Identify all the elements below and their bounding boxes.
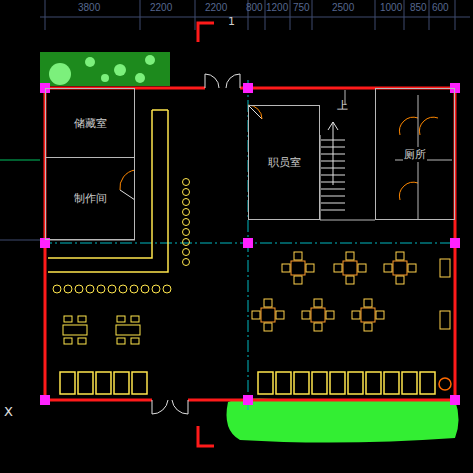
room-box: 储藏室: [45, 88, 135, 158]
dimension: 1200: [266, 3, 288, 13]
dimension: 1000: [380, 3, 402, 13]
room-box: 厕所: [375, 88, 455, 220]
dimension: 750: [293, 3, 310, 13]
dimension: 2500: [332, 3, 354, 13]
dimension: 850: [410, 3, 427, 13]
dimension: 2200: [205, 3, 227, 13]
dimension: 800: [246, 3, 263, 13]
dimension: 3800: [78, 3, 100, 13]
section-number: 1: [228, 16, 235, 27]
room-name: 储藏室: [73, 116, 108, 131]
dimension: 600: [432, 3, 449, 13]
room-name: 制作间: [73, 191, 108, 206]
axis-mark: X: [4, 405, 13, 418]
stair-mark: 上: [337, 100, 348, 111]
room-name: 厕所: [403, 147, 427, 162]
room-name: 职员室: [267, 155, 302, 170]
room-box: 职员室: [248, 105, 320, 220]
dimension: 2200: [150, 3, 172, 13]
room-box: 制作间: [45, 157, 135, 240]
